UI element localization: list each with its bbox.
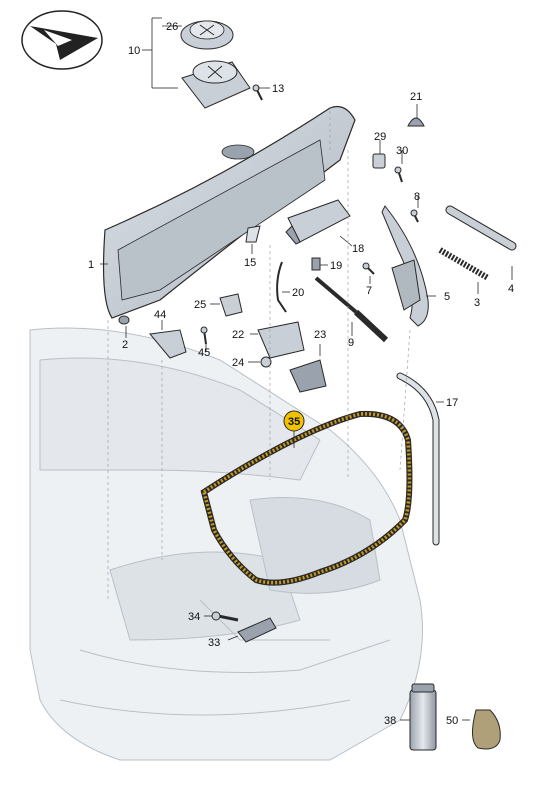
bracket-25: [219, 293, 243, 317]
cable-20: [276, 261, 287, 313]
hinge-5: [381, 205, 429, 327]
clip-19: [311, 257, 321, 271]
callout-29: 29: [374, 131, 386, 143]
emblem-lock-unit: [181, 60, 251, 109]
callout-7: 7: [366, 285, 372, 297]
grommet-2: [118, 315, 130, 325]
callout-26: 26: [166, 21, 178, 33]
callout-22: 22: [232, 329, 244, 341]
callout-19: 19: [330, 260, 342, 272]
callout-44: 44: [154, 309, 166, 321]
callout-5: 5: [444, 291, 450, 303]
callout-4: 4: [508, 283, 514, 295]
callout-35: 35: [288, 416, 300, 428]
screw-8: [410, 209, 419, 223]
bracket-33: [237, 617, 277, 643]
callout-3: 3: [474, 297, 480, 309]
striker-23: [289, 359, 327, 393]
callout-21: 21: [410, 91, 422, 103]
buffer-15: [245, 225, 261, 243]
screw-30: [394, 166, 403, 183]
callout-2: 2: [122, 339, 128, 351]
drain-tube-17: [396, 372, 440, 546]
callout-25: 25: [194, 299, 206, 311]
emblem-cap: [180, 20, 234, 50]
lock-22: [257, 321, 305, 359]
callout-18: 18: [352, 243, 364, 255]
callout-13: 13: [272, 83, 284, 95]
screw-45: [200, 326, 208, 345]
pouch-50: [472, 709, 501, 750]
screw-7: [362, 262, 375, 275]
callout-38: 38: [384, 715, 396, 727]
callout-8: 8: [414, 191, 420, 203]
callout-labels: 26 10 13 21 29 30 8 18 15 19 1 20 7 5 3 …: [88, 21, 514, 727]
brand-logo: [21, 10, 103, 70]
callout-23: 23: [314, 329, 326, 341]
leader-lines: [100, 17, 513, 721]
highlight-badge-35: [283, 410, 305, 432]
drive-motor-18: [285, 199, 351, 245]
callout-24: 24: [232, 357, 244, 369]
assembly-guide-lines: [107, 110, 411, 600]
callout-10: 10: [128, 45, 140, 57]
trunk-lid: [102, 105, 356, 319]
nut-24: [260, 356, 272, 368]
gas-strut-9: [314, 276, 389, 343]
callout-15: 15: [244, 257, 256, 269]
buffer-29: [372, 153, 386, 169]
bump-stop-21: [407, 117, 425, 127]
callout-9: 9: [348, 337, 354, 349]
spray-can-38: [409, 683, 437, 751]
callout-30: 30: [396, 145, 408, 157]
trunk-seal-35: [200, 410, 413, 586]
callout-34: 34: [188, 611, 200, 623]
spring-3: [438, 247, 490, 281]
bracket-44: [149, 329, 187, 359]
callout-17: 17: [446, 397, 458, 409]
callout-45: 45: [198, 347, 210, 359]
callout-20: 20: [292, 287, 304, 299]
car-body-outline: [29, 327, 423, 761]
gas-strut-4: [445, 205, 517, 251]
callout-33: 33: [208, 637, 220, 649]
callout-50: 50: [446, 715, 458, 727]
screw-13: [252, 84, 263, 101]
callout-1: 1: [88, 259, 94, 271]
